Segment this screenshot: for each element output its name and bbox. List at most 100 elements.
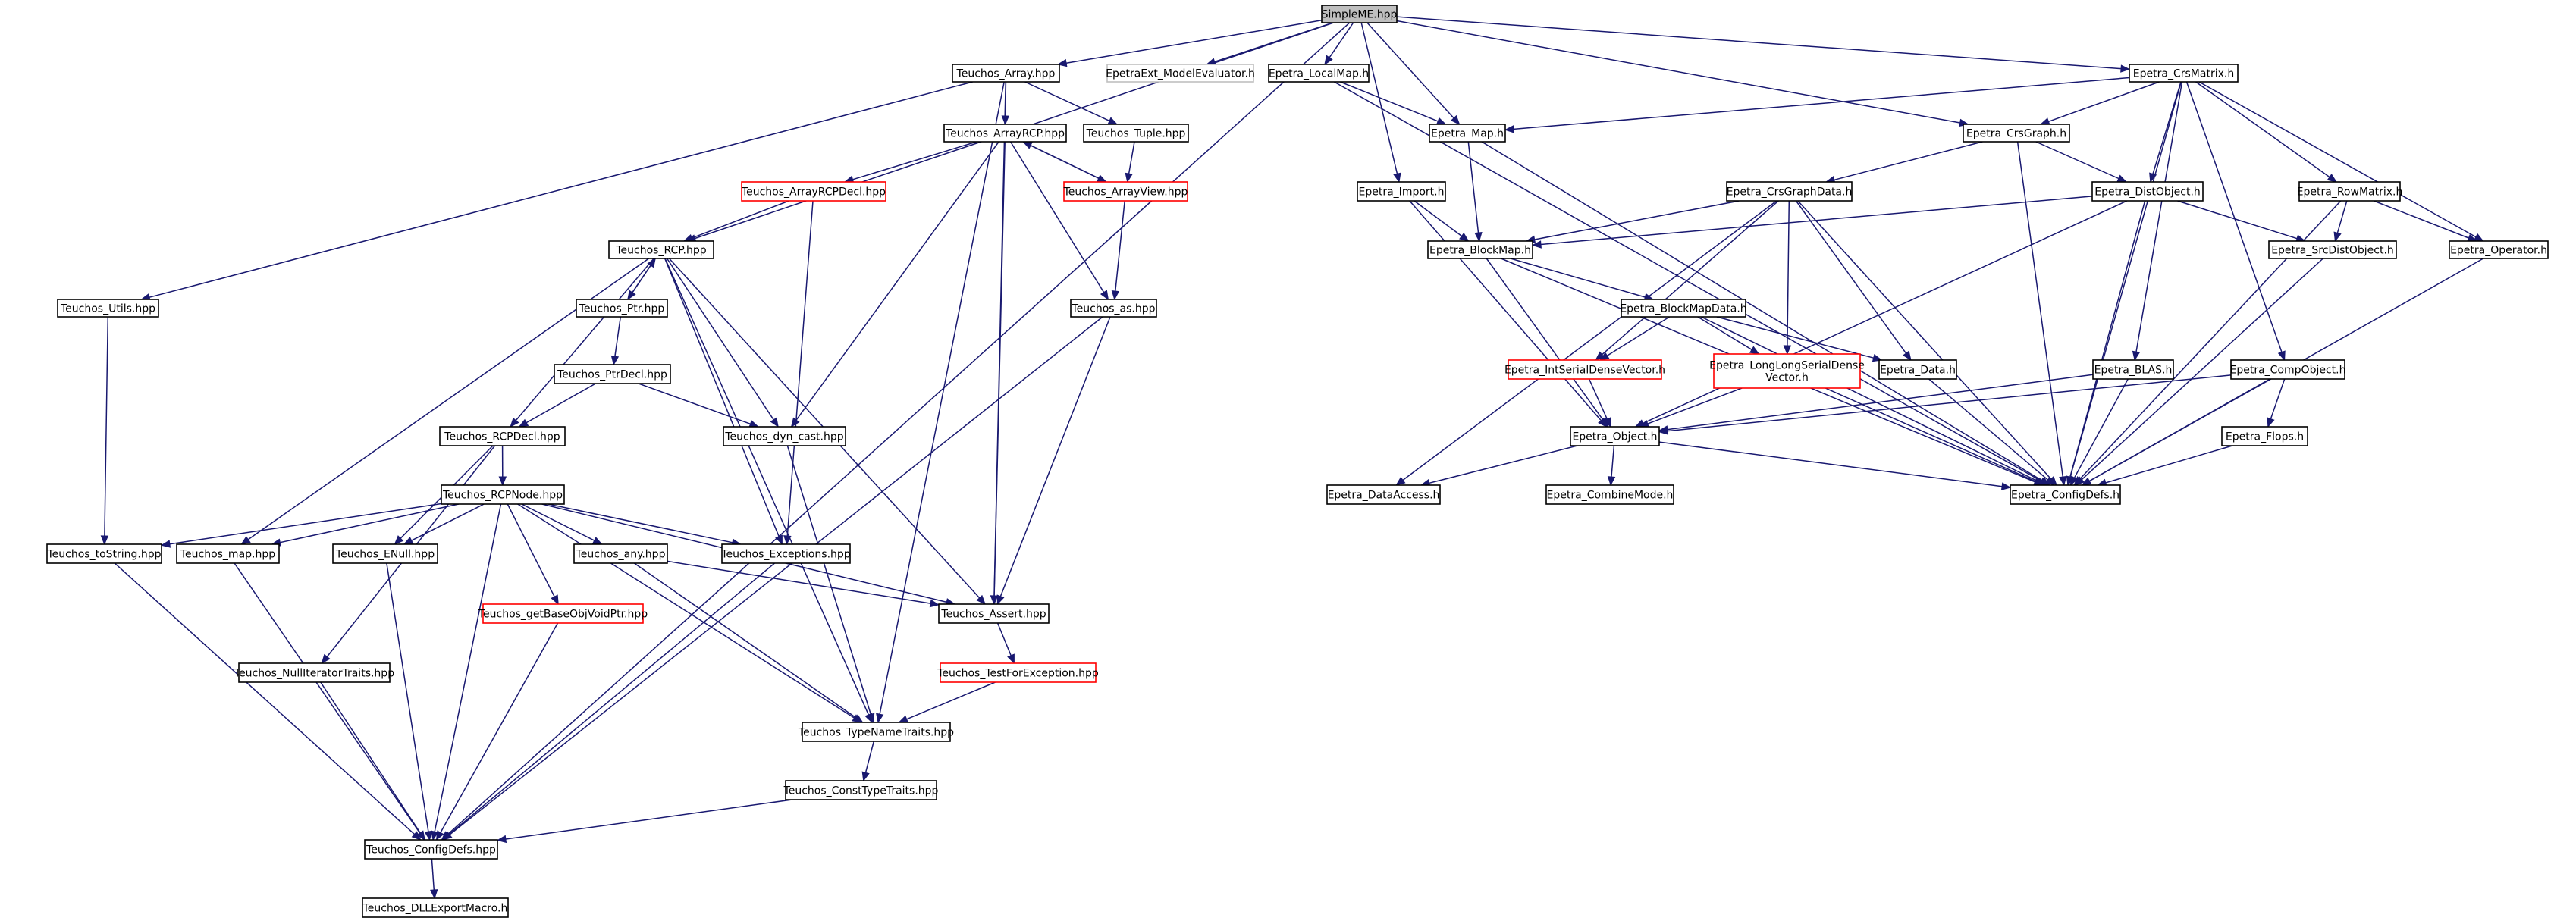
graph-node-t-map[interactable]: Teuchos_map.hpp bbox=[176, 543, 280, 564]
graph-node-e-localmap[interactable]: Epetra_LocalMap.h bbox=[1268, 64, 1370, 83]
graph-node-e-flops[interactable]: Epetra_Flops.h bbox=[2221, 426, 2308, 446]
edge-line bbox=[1429, 445, 1578, 484]
node-box bbox=[1063, 181, 1188, 202]
graph-node-t-rcpnode[interactable]: Teuchos_RCPNode.hpp bbox=[441, 484, 565, 505]
edge-t-consttype-to-t-configdefs bbox=[496, 799, 792, 844]
graph-node-t-nulliter[interactable]: Teuchos_NullIteratorTraits.hpp bbox=[234, 662, 394, 683]
edge-t-any-to-t-typename bbox=[633, 562, 864, 723]
graph-node-t-tuple[interactable]: Teuchos_Tuple.hpp bbox=[1083, 124, 1189, 143]
edge-line bbox=[996, 622, 1012, 656]
graph-node-t-typename[interactable]: Teuchos_TypeNameTraits.hpp bbox=[798, 722, 954, 742]
node-label: Teuchos_Assert.hpp bbox=[940, 609, 1046, 621]
graph-node-e-rowmatrix[interactable]: Epetra_RowMatrix.h bbox=[2297, 181, 2403, 202]
node-label: Teuchos_Array.hpp bbox=[956, 68, 1056, 80]
graph-node-t-rcpdecl[interactable]: Teuchos_RCPDecl.hpp bbox=[439, 426, 566, 446]
graph-node-t-utils[interactable]: Teuchos_Utils.hpp bbox=[57, 299, 159, 318]
edge-e-blockmap-to-e-blockmapdata bbox=[1510, 258, 1655, 301]
graph-node-e-blas[interactable]: Epetra_BLAS.h bbox=[2092, 359, 2174, 380]
edge-line bbox=[2069, 200, 2146, 478]
node-box bbox=[1963, 124, 2070, 143]
graph-node-e-map[interactable]: Epetra_Map.h bbox=[1429, 124, 1506, 143]
graph-node-t-dllexport[interactable]: Teuchos_DLLExportMacro.h bbox=[362, 897, 509, 918]
edge-arrowhead bbox=[1107, 117, 1119, 125]
graph-node-e-operator[interactable]: Epetra_Operator.h bbox=[2449, 240, 2549, 259]
edge-t-ptr-to-t-rcp bbox=[627, 257, 656, 300]
graph-node-t-getbase[interactable]: Teuchos_getBaseObjVoidPtr.hpp bbox=[478, 603, 648, 624]
edge-e-intserial-to-e-object bbox=[1588, 378, 1611, 428]
node-box bbox=[1326, 484, 1441, 505]
graph-node-t-assert[interactable]: Teuchos_Assert.hpp bbox=[938, 603, 1050, 624]
graph-node-t-enull[interactable]: Teuchos_ENull.hpp bbox=[332, 543, 438, 564]
node-label: Teuchos_getBaseObjVoidPtr.hpp bbox=[478, 609, 648, 621]
edge-arrowhead bbox=[1056, 58, 1068, 67]
edge-line bbox=[1396, 16, 2122, 70]
edge-arrowhead bbox=[510, 417, 519, 428]
graph-node-e-crsgraph[interactable]: Epetra_CrsGraph.h bbox=[1963, 124, 2070, 143]
node-label: Epetra_Operator.h bbox=[2450, 245, 2547, 257]
edge-simpleme-to-e-crsmatrix bbox=[1396, 16, 2131, 73]
edge-line bbox=[627, 265, 651, 300]
graph-node-t-rcp[interactable]: Teuchos_RCP.hpp bbox=[608, 240, 714, 259]
graph-node-e-object[interactable]: Epetra_Object.h bbox=[1570, 426, 1660, 446]
graph-node-e-crsgraphdata[interactable]: Epetra_CrsGraphData.h bbox=[1726, 181, 1853, 202]
edge-e-crsgraphdata-to-e-data bbox=[1795, 200, 1912, 362]
edge-line bbox=[1787, 200, 1790, 346]
graph-node-e-srcdistobject[interactable]: Epetra_SrcDistObject.h bbox=[2268, 240, 2397, 259]
edge-line bbox=[440, 622, 559, 833]
graph-node-e-compobject[interactable]: Epetra_CompObject.h bbox=[2230, 359, 2346, 380]
edge-arrowhead bbox=[2120, 64, 2131, 73]
graph-node-e-import[interactable]: Epetra_Import.h bbox=[1357, 181, 1446, 202]
graph-node-e-blockmap[interactable]: Epetra_BlockMap.h bbox=[1427, 240, 1533, 259]
edge-e-crsmatrix-to-e-operator bbox=[2198, 81, 2484, 242]
graph-node-t-arrayrcpdecl[interactable]: Teuchos_ArrayRCPDecl.hpp bbox=[741, 181, 886, 202]
edge-line bbox=[2088, 378, 2272, 482]
graph-node-t-consttype[interactable]: Teuchos_ConstTypeTraits.hpp bbox=[783, 780, 939, 800]
edge-e-rowmatrix-to-e-srcdistobject bbox=[2333, 200, 2348, 243]
graph-node-t-dyncast[interactable]: Teuchos_dyn_cast.hpp bbox=[723, 426, 846, 446]
graph-node-simpleme[interactable]: SimpleME.hpp bbox=[1321, 5, 1398, 23]
graph-node-t-arrayrcp[interactable]: Teuchos_ArrayRCP.hpp bbox=[943, 124, 1067, 143]
node-label: Epetra_Data.h bbox=[1880, 365, 1956, 377]
graph-node-t-configdefs[interactable]: Teuchos_ConfigDefs.hpp bbox=[364, 839, 498, 860]
edge-e-data-to-e-configdefs bbox=[1928, 378, 2055, 486]
graph-node-t-any[interactable]: Teuchos_any.hpp bbox=[573, 543, 668, 564]
graph-node-e-blockmapdata[interactable]: Epetra_BlockMapData.h bbox=[1620, 299, 1747, 318]
graph-node-t-testforexc[interactable]: Teuchos_TestForException.hpp bbox=[937, 662, 1099, 683]
graph-node-t-as[interactable]: Teuchos_as.hpp bbox=[1070, 299, 1157, 318]
graph-node-me-eval: EpetraExt_ModelEvaluator.h bbox=[1106, 64, 1255, 83]
graph-node-e-combinemode[interactable]: Epetra_CombineMode.h bbox=[1545, 484, 1674, 505]
graph-node-t-arrayview[interactable]: Teuchos_ArrayView.hpp bbox=[1063, 181, 1188, 202]
graph-node-t-tostring[interactable]: Teuchos_toString.hpp bbox=[46, 543, 162, 564]
graph-node-t-ptrdecl[interactable]: Teuchos_PtrDecl.hpp bbox=[554, 364, 671, 384]
edge-arrowhead bbox=[1125, 172, 1133, 183]
edge-line bbox=[320, 681, 421, 834]
graph-node-t-array[interactable]: Teuchos_Array.hpp bbox=[952, 64, 1060, 83]
edge-line bbox=[2270, 378, 2286, 419]
graph-node-e-configdefs[interactable]: Epetra_ConfigDefs.h bbox=[2010, 484, 2121, 505]
node-box bbox=[441, 484, 565, 505]
edge-line bbox=[1647, 387, 1743, 424]
edge-line bbox=[2069, 81, 2182, 478]
graph-node-e-distobject[interactable]: Epetra_DistObject.h bbox=[2091, 181, 2204, 202]
edge-arrowhead bbox=[424, 830, 432, 841]
node-box bbox=[238, 662, 391, 683]
node-box bbox=[1726, 181, 1853, 202]
edge-line bbox=[548, 503, 733, 543]
graph-node-t-exceptions[interactable]: Teuchos_Exceptions.hpp bbox=[720, 543, 851, 564]
edge-line bbox=[2198, 81, 2477, 238]
graph-node-t-ptr[interactable]: Teuchos_Ptr.hpp bbox=[576, 299, 668, 318]
edge-arrowhead bbox=[2277, 350, 2286, 362]
node-label: Teuchos_Tuple.hpp bbox=[1086, 128, 1186, 140]
edge-line bbox=[2081, 258, 2323, 481]
node-box bbox=[721, 543, 851, 564]
graph-node-e-dataaccess[interactable]: Epetra_DataAccess.h bbox=[1326, 484, 1441, 505]
edge-line bbox=[234, 562, 421, 834]
node-box bbox=[741, 181, 886, 202]
graph-node-e-intserial[interactable]: Epetra_IntSerialDenseVector.h bbox=[1504, 359, 1665, 380]
graph-node-e-data[interactable]: Epetra_Data.h bbox=[1878, 359, 1957, 380]
graph-node-e-crsmatrix[interactable]: Epetra_CrsMatrix.h bbox=[2129, 64, 2239, 83]
node-box bbox=[57, 299, 159, 318]
edge-arrowhead bbox=[2116, 174, 2128, 183]
node-label: Teuchos_toString.hpp bbox=[46, 549, 161, 561]
